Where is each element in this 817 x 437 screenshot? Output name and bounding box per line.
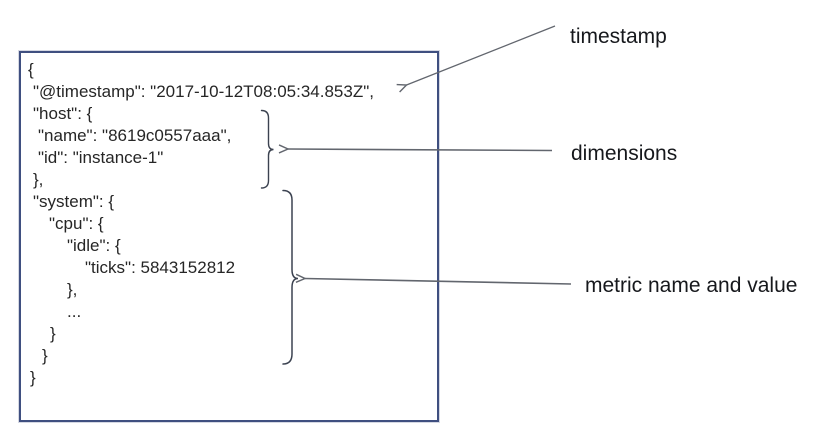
code-line: "ticks": 5843152812 xyxy=(85,258,236,277)
code-line: "@timestamp": "2017-10-12T08:05:34.853Z"… xyxy=(33,82,374,101)
code-line: } xyxy=(30,368,36,387)
code-line: ... xyxy=(67,302,82,321)
code-line: "idle": { xyxy=(67,236,121,255)
label-timestamp: timestamp xyxy=(570,25,667,48)
code-line: "host": { xyxy=(33,104,93,123)
label-dimensions: dimensions xyxy=(571,142,678,165)
code-line: } xyxy=(42,346,48,365)
code-box xyxy=(19,51,439,422)
code-line: "cpu": { xyxy=(49,214,104,233)
json-code-block: { "@timestamp": "2017-10-12T08:05:34.853Z… xyxy=(0,59,440,389)
code-line: "id": "instance-1" xyxy=(38,148,164,167)
label-metric-name-and-value: metric name and value xyxy=(585,274,798,297)
code-line: }, xyxy=(33,170,44,189)
code-line: "system": { xyxy=(33,192,115,211)
code-line: } xyxy=(50,324,56,343)
code-line: { xyxy=(28,60,34,79)
code-line: "name": "8619c0557aaa", xyxy=(38,126,232,145)
code-line: }, xyxy=(67,280,78,299)
